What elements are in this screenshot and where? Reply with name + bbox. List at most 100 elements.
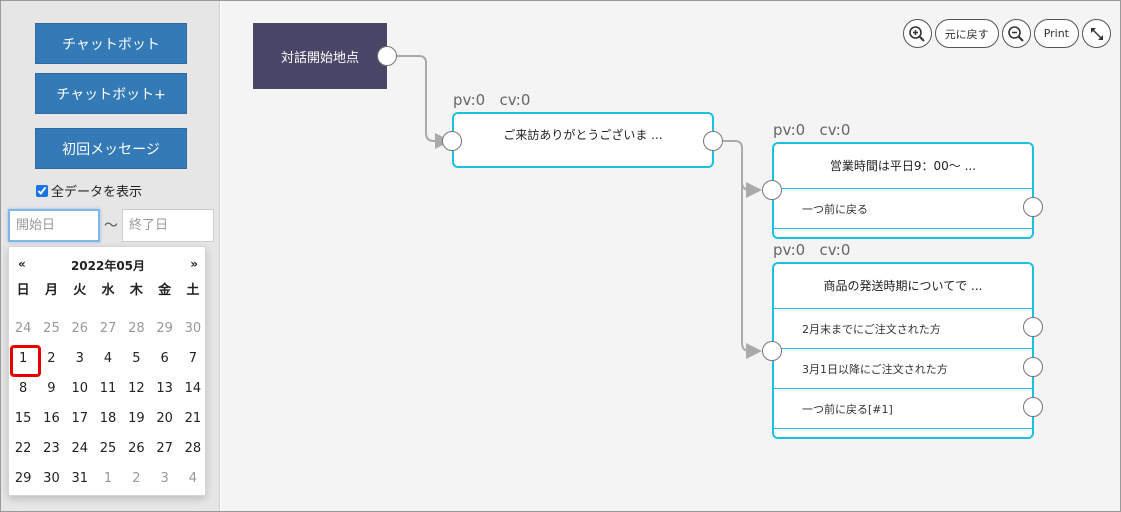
- calendar-day-other-month[interactable]: 24: [14, 321, 32, 336]
- node2-cv: cv:0: [819, 121, 851, 139]
- calendar-day[interactable]: 29: [14, 471, 32, 486]
- calendar-day[interactable]: 8: [19, 381, 28, 396]
- node3-choice-row[interactable]: 3月1日以降にご注文された方: [774, 348, 1032, 389]
- calendar-day-other-month[interactable]: 3: [160, 471, 169, 486]
- calendar-day[interactable]: 21: [184, 411, 202, 426]
- calendar-day[interactable]: 5: [132, 351, 141, 366]
- calendar-day[interactable]: 18: [99, 411, 117, 426]
- node1-stats: pv:0 cv:0: [453, 91, 530, 109]
- calendar-day[interactable]: 6: [160, 351, 169, 366]
- calendar-day[interactable]: 11: [99, 381, 117, 396]
- calendar-day[interactable]: 12: [128, 381, 145, 396]
- node1-output-port[interactable]: [703, 131, 723, 151]
- calendar-day[interactable]: 30: [43, 471, 60, 486]
- calendar-header: 2022年05月 « »: [9, 257, 207, 277]
- calendar-day-other-month[interactable]: 29: [156, 321, 173, 336]
- zoom-out-icon: [1008, 25, 1024, 42]
- flow-node-1[interactable]: ご来訪ありがとうございま ...: [452, 112, 714, 168]
- node2-input-port[interactable]: [762, 180, 782, 200]
- node3-choice-label: 一つ前に戻る[#1]: [802, 402, 893, 416]
- expand-icon: [1090, 27, 1103, 40]
- node2-row1-output-port[interactable]: [1023, 197, 1043, 217]
- connector-node1-to-node2: [723, 140, 762, 198]
- flow-canvas[interactable]: 元に戻す Print 対話開始地点 pv:0 cv:0 ご来訪ありがとうございま…: [221, 1, 1120, 511]
- calendar-day[interactable]: 23: [43, 441, 60, 456]
- calendar-day[interactable]: 20: [156, 411, 173, 426]
- calendar-day-other-month[interactable]: 25: [43, 321, 60, 336]
- show-all-label: 全データを表示: [51, 185, 143, 200]
- weekday-header: 火: [73, 283, 87, 298]
- start-node-output-port[interactable]: [377, 46, 397, 66]
- flow-node-3[interactable]: 商品の発送時期についてで ... 2月末までにご注文された方 3月1日以降にご注…: [772, 262, 1034, 439]
- calendar-day[interactable]: 13: [156, 381, 173, 396]
- calendar-day[interactable]: 26: [128, 441, 145, 456]
- calendar-day[interactable]: 28: [184, 441, 202, 456]
- node1-pv: pv:0: [453, 91, 486, 109]
- weekday-header: 水: [101, 283, 115, 298]
- connector-start-to-node1: [397, 55, 451, 149]
- first-message-button[interactable]: 初回メッセージ: [35, 128, 187, 169]
- calendar-day[interactable]: 25: [99, 441, 117, 456]
- start-node[interactable]: 対話開始地点: [253, 23, 387, 89]
- calendar-prev-month-button[interactable]: «: [18, 257, 26, 271]
- calendar-day-other-month[interactable]: 27: [99, 321, 117, 336]
- node3-input-port[interactable]: [762, 341, 782, 361]
- calendar-day-other-month[interactable]: 1: [103, 471, 113, 486]
- range-separator: 〜: [104, 218, 118, 234]
- calendar-day[interactable]: 19: [128, 411, 145, 426]
- node3-title: 商品の発送時期についてで ...: [823, 279, 983, 293]
- calendar-day[interactable]: 2: [47, 351, 56, 366]
- node2-choice-label: 一つ前に戻る: [802, 202, 868, 216]
- node3-row2-output-port[interactable]: [1023, 357, 1043, 377]
- calendar-day-other-month[interactable]: 2: [132, 471, 141, 486]
- node1-input-port[interactable]: [442, 131, 462, 151]
- calendar-day-other-month[interactable]: 30: [184, 321, 202, 336]
- calendar-next-month-button[interactable]: »: [190, 257, 198, 271]
- sidebar: チャットボット チャットボット+ 初回メッセージ 全データを表示 〜 2022年…: [1, 1, 220, 511]
- show-all-checkbox[interactable]: [36, 184, 48, 197]
- node3-stats: pv:0 cv:0: [773, 241, 850, 259]
- fullscreen-button[interactable]: [1082, 19, 1111, 48]
- canvas-toolbar: 元に戻す Print: [902, 19, 1111, 48]
- calendar-day[interactable]: 17: [71, 411, 89, 426]
- node1-title: ご来訪ありがとうございま ...: [503, 128, 663, 142]
- weekday-header: 金: [158, 283, 172, 298]
- flow-node-2[interactable]: 営業時間は平日9：00〜 ... 一つ前に戻る: [772, 142, 1034, 239]
- calendar-day[interactable]: 22: [14, 441, 32, 456]
- calendar-day-selected[interactable]: 1: [9, 344, 42, 377]
- calendar-day[interactable]: 3: [75, 351, 84, 366]
- calendar-day[interactable]: 15: [14, 411, 32, 426]
- zoom-in-icon: [909, 25, 925, 42]
- node3-row3-output-port[interactable]: [1023, 397, 1043, 417]
- calendar-day[interactable]: 4: [103, 351, 113, 366]
- calendar-day[interactable]: 27: [156, 441, 173, 456]
- calendar-day[interactable]: 16: [43, 411, 60, 426]
- calendar-day-other-month[interactable]: 4: [188, 471, 198, 486]
- show-all-data-toggle[interactable]: 全データを表示: [36, 181, 142, 200]
- start-date-input[interactable]: [8, 209, 100, 242]
- node3-choice-row[interactable]: 一つ前に戻る[#1]: [774, 388, 1032, 429]
- calendar-day-other-month[interactable]: 28: [128, 321, 145, 336]
- connector-node1-to-node3: [741, 182, 762, 359]
- calendar-day[interactable]: 31: [71, 471, 89, 486]
- node3-choice-row[interactable]: 2月末までにご注文された方: [774, 308, 1032, 349]
- chatbot-button[interactable]: チャットボット: [35, 23, 187, 64]
- node3-row1-output-port[interactable]: [1023, 317, 1043, 337]
- zoom-in-button[interactable]: [902, 19, 932, 48]
- zoom-out-button[interactable]: [1001, 19, 1031, 48]
- calendar-day[interactable]: 10: [71, 381, 89, 396]
- calendar-day[interactable]: 9: [47, 381, 56, 396]
- calendar-day-other-month[interactable]: 26: [71, 321, 89, 336]
- print-button[interactable]: Print: [1033, 19, 1079, 48]
- weekday-header: 土: [186, 283, 200, 298]
- node2-choice-row[interactable]: 一つ前に戻る: [774, 188, 1032, 229]
- calendar-day[interactable]: 14: [184, 381, 202, 396]
- end-date-input[interactable]: [122, 209, 214, 242]
- calendar-month-title: 2022年05月: [70, 259, 146, 273]
- chatbot-plus-button[interactable]: チャットボット+: [35, 73, 187, 114]
- calendar-day[interactable]: 7: [188, 351, 198, 366]
- calendar-day[interactable]: 24: [71, 441, 89, 456]
- reset-zoom-button[interactable]: 元に戻す: [934, 19, 999, 48]
